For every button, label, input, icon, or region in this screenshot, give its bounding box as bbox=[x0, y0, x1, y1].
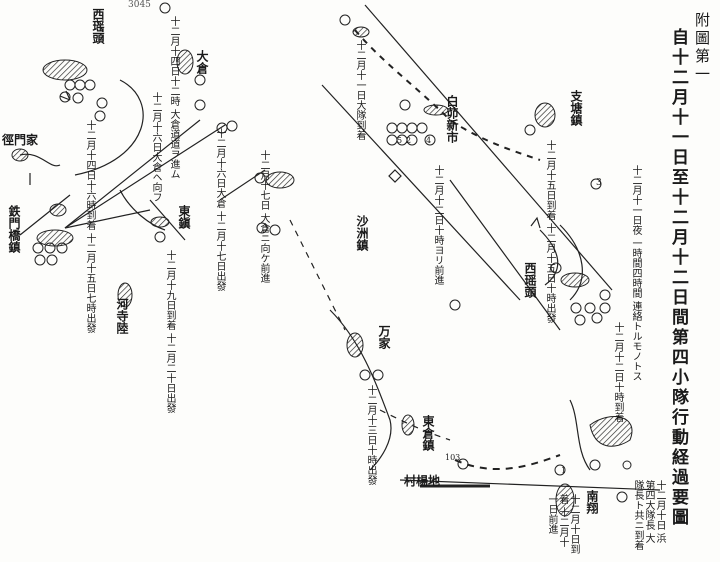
route-note: 十二月十一日大隊到着 bbox=[354, 40, 365, 140]
place-label: 河寺陸 bbox=[115, 298, 129, 334]
unit-markers bbox=[32, 2, 632, 503]
map-title: 自十二月十一日至十二月十二日間第四小隊行動経過要圖 bbox=[668, 28, 688, 528]
unit-number: 1 bbox=[561, 466, 567, 475]
archive-number: 3045 bbox=[128, 0, 151, 10]
dashed-route bbox=[96, 14, 104, 41]
movement-arrow bbox=[74, 79, 144, 176]
place-label: 万家 bbox=[377, 325, 391, 349]
town-blob bbox=[352, 26, 370, 38]
town-blob bbox=[560, 272, 590, 288]
diamond-marker bbox=[388, 169, 402, 183]
town-blob bbox=[176, 49, 194, 75]
route-note: 十二月十四日十二時 大倉道道ヲ進ム bbox=[168, 16, 179, 180]
unit-number: 5 bbox=[397, 136, 403, 145]
road-line bbox=[321, 84, 521, 301]
dashed-route bbox=[354, 29, 541, 161]
place-label: 徑門家 bbox=[2, 133, 39, 147]
route-note: 十二月十三日十時出發 bbox=[365, 385, 376, 485]
town-blob bbox=[423, 104, 449, 116]
place-label: 大倉 bbox=[195, 50, 209, 74]
road-line bbox=[64, 124, 226, 229]
route-note: 十二月十二日十時到着 bbox=[612, 322, 623, 422]
unit-number: 4 bbox=[426, 136, 432, 145]
town-blob bbox=[265, 171, 295, 189]
town-blob bbox=[117, 282, 133, 308]
place-label: 東倉鎮 bbox=[421, 415, 435, 451]
road-line bbox=[64, 119, 201, 229]
place-label: 南翔 bbox=[585, 490, 599, 514]
place-label: 沙洲鎮 bbox=[355, 215, 369, 251]
movement-arrow bbox=[539, 229, 559, 286]
town-blob bbox=[49, 203, 67, 217]
river-line bbox=[119, 189, 166, 231]
place-label: 村楊地 bbox=[404, 474, 441, 488]
place-label: 東鎭 bbox=[177, 205, 191, 229]
road-line bbox=[399, 479, 661, 491]
route-note: 十二月十四日十六時到着 十二月十五日七時出發 bbox=[84, 120, 95, 334]
town-blob bbox=[401, 414, 415, 436]
road-line bbox=[219, 169, 266, 201]
unit-number: 3 bbox=[596, 178, 602, 188]
town-blob bbox=[346, 332, 364, 358]
road-line bbox=[64, 209, 151, 229]
route-note: 十二月十五日到着 十二月十五日十時出發 bbox=[544, 140, 555, 324]
unit-number: 2 bbox=[406, 136, 412, 145]
route-note: 十二月十六日大倉ヘ向フ bbox=[150, 92, 161, 202]
place-label: 白茆新市 bbox=[445, 95, 459, 143]
dashed-route bbox=[289, 219, 346, 331]
road-line bbox=[364, 4, 613, 291]
route-note: 十二月十日到着 十二月十一日前進 bbox=[546, 494, 579, 554]
town-blob bbox=[589, 416, 633, 447]
route-note: 十二月十一日夜 一時間四時間 連絡トルモノトス bbox=[630, 165, 641, 382]
movement-arrow bbox=[559, 224, 583, 301]
route-note: 十二月十七日 大倉ニ向ケ前進 bbox=[258, 150, 269, 284]
road-line bbox=[19, 194, 71, 236]
town-blob bbox=[11, 148, 29, 162]
dashed-route bbox=[454, 454, 561, 470]
route-note: 十二月十二日十時ヨリ前進 bbox=[432, 165, 443, 285]
arrowhead bbox=[530, 216, 541, 229]
road-line bbox=[449, 179, 561, 331]
town-blob bbox=[555, 483, 575, 517]
route-note: 十二月十六日大倉 十二月十七日出發 bbox=[214, 128, 225, 292]
place-label: 鉄門橋鎮 bbox=[7, 205, 21, 253]
place-label: 西瑶頭 bbox=[523, 262, 537, 298]
place-label: 支塘鎮 bbox=[569, 90, 583, 126]
figure-label: 附圖第一 bbox=[693, 12, 711, 84]
town-blob bbox=[534, 102, 556, 128]
river-line bbox=[569, 399, 591, 471]
river-line bbox=[329, 309, 392, 471]
route-note: 十二月十九日到着 十二月二十日出發 bbox=[164, 250, 175, 414]
route-note: 十二月十日 浜第四大隊長 大隊長ト共ニ到着 bbox=[632, 480, 665, 550]
unit-number: 103 bbox=[445, 453, 461, 462]
town-blob bbox=[42, 59, 88, 81]
town-blob bbox=[150, 216, 170, 228]
place-label: 西瑶頭 bbox=[91, 8, 105, 44]
town-blob bbox=[36, 229, 74, 247]
